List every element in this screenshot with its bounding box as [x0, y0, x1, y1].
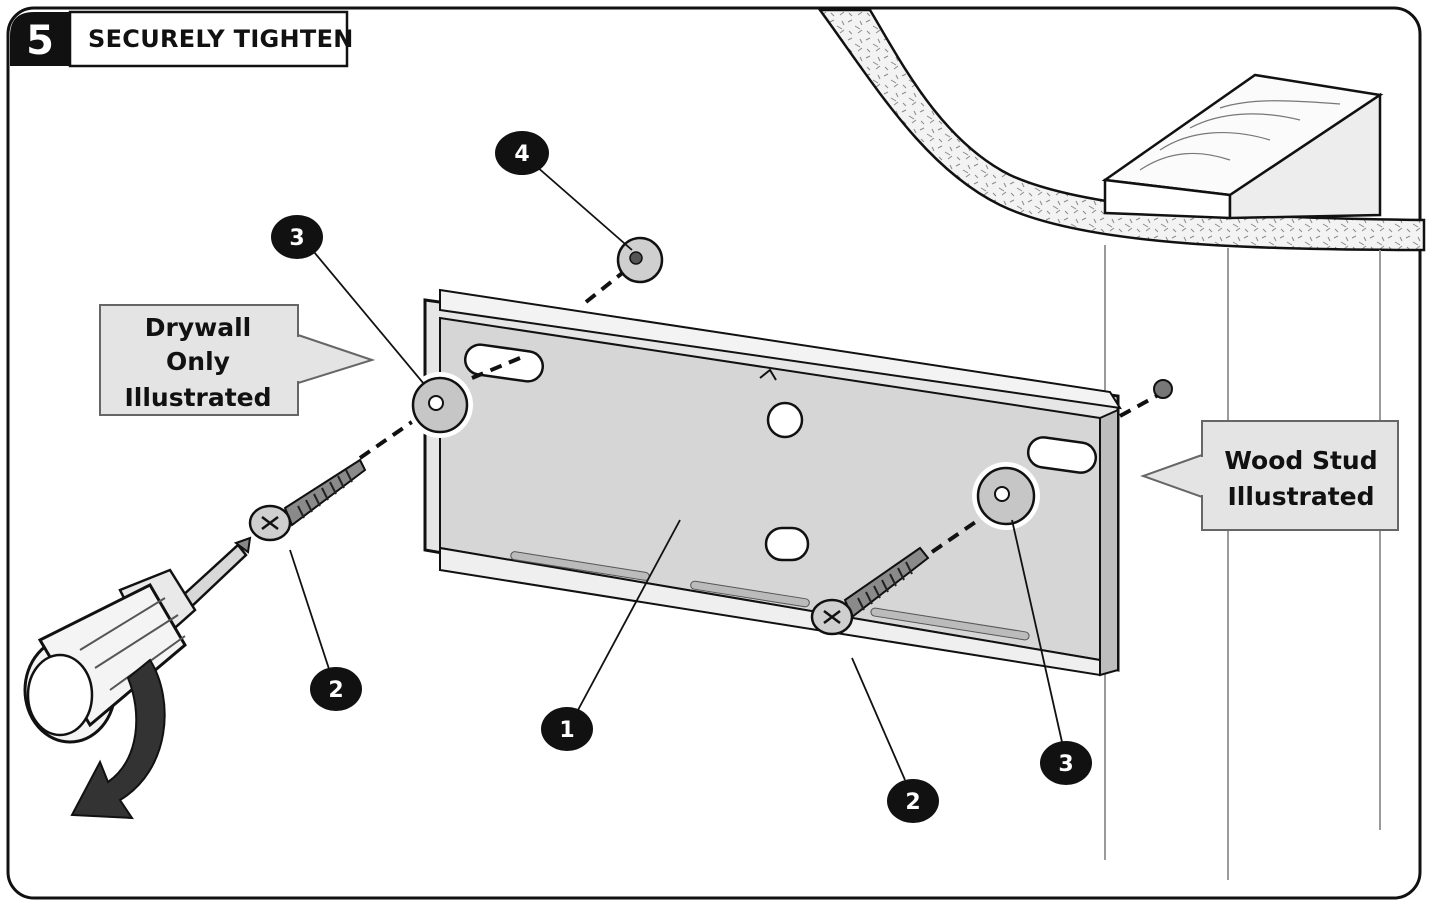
- part-badge-4: 4: [495, 131, 549, 175]
- mounting-bracket: [423, 288, 1122, 677]
- drywall-sheet: [817, 8, 1426, 252]
- drywall-callout-line-1: Drywall: [145, 313, 251, 342]
- washer-right: [972, 462, 1040, 530]
- leader-lines: [289, 165, 1063, 781]
- svg-text:1: 1: [559, 718, 574, 743]
- screw-left: [248, 458, 367, 542]
- part-badge-2-right: 2: [887, 779, 939, 823]
- svg-text:3: 3: [1058, 752, 1073, 777]
- wood-stud: [1101, 73, 1384, 880]
- anchor-cap: [616, 236, 664, 284]
- screw-right: [810, 546, 930, 636]
- wood-stud-callout-line-2: Illustrated: [1227, 482, 1374, 511]
- screwdriver-icon: [23, 536, 252, 744]
- drywall-callout: Drywall Only Illustrated: [99, 304, 376, 416]
- rotation-arrow-icon: [70, 658, 166, 820]
- part-badge-3-left: 3: [271, 215, 323, 259]
- step-title: SECURELY TIGHTEN: [88, 25, 354, 53]
- svg-text:4: 4: [514, 142, 529, 167]
- wood-stud-callout-line-1: Wood Stud: [1224, 446, 1377, 475]
- svg-text:2: 2: [905, 790, 920, 815]
- step-header: 5 SECURELY TIGHTEN: [10, 10, 354, 68]
- step-number: 5: [26, 18, 54, 64]
- svg-text:2: 2: [328, 678, 343, 703]
- washer-left: [407, 372, 473, 438]
- part-badge-2-left: 2: [310, 667, 362, 711]
- drywall-callout-line-2: Only: [166, 347, 230, 376]
- wood-stud-callout: Wood Stud Illustrated: [1140, 420, 1399, 531]
- svg-text:3: 3: [289, 226, 304, 251]
- pilot-hole: [1153, 379, 1173, 399]
- alignment-lines: [358, 260, 1161, 554]
- part-badge-1: 1: [541, 707, 593, 751]
- part-badge-3-right: 3: [1040, 741, 1092, 785]
- drywall-callout-line-3: Illustrated: [124, 383, 271, 412]
